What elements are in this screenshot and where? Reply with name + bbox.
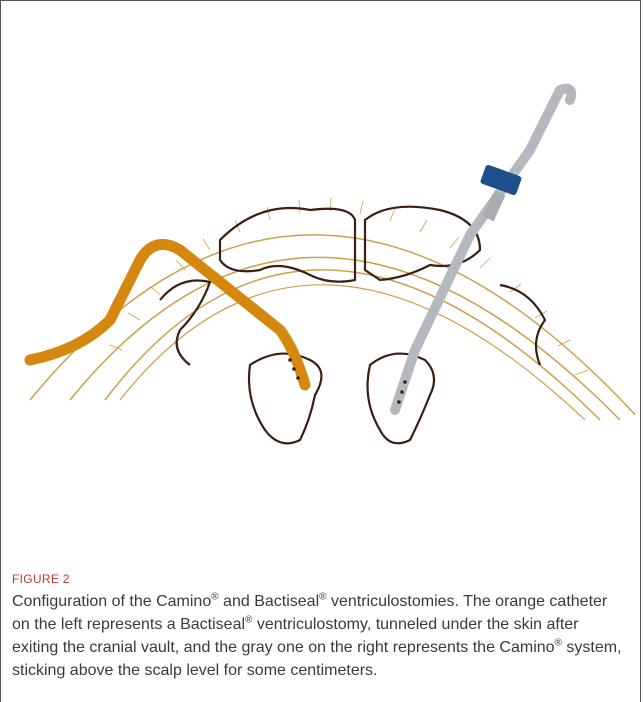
ventriculostomy-drawing (10, 20, 635, 490)
skull-inner-arc (105, 270, 600, 420)
figure-illustration (10, 20, 635, 490)
figure-caption-text: Configuration of the Camino® and Bactise… (12, 590, 622, 682)
camino-catheter (395, 89, 571, 410)
bactiseal-catheter (30, 244, 305, 385)
left-ventricle (249, 354, 321, 444)
brain-outline (160, 207, 545, 444)
caption-segment: Configuration of the Camino (12, 593, 211, 610)
figure-caption: FIGURE 2 Configuration of the Camino® an… (12, 572, 622, 682)
registered-mark: ® (211, 592, 218, 603)
registered-mark: ® (555, 638, 562, 649)
figure-label: FIGURE 2 (12, 572, 622, 586)
caption-segment: and Bactiseal (219, 593, 320, 610)
skull-outer-arc (30, 235, 635, 420)
registered-mark: ® (319, 592, 326, 603)
skull-inner-arc-2 (120, 285, 585, 420)
